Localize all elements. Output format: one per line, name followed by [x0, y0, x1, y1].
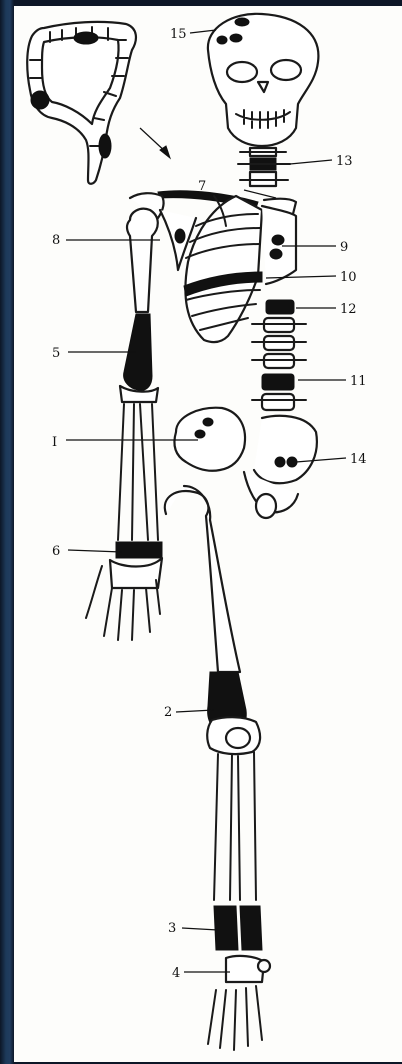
label-11: 11 — [350, 374, 367, 389]
label-5: 5 — [52, 346, 60, 361]
label-8: 8 — [52, 233, 60, 248]
rib-cage — [184, 190, 336, 342]
label-4: 4 — [172, 966, 180, 981]
label-10: 10 — [340, 270, 357, 285]
arm — [66, 209, 162, 640]
label-15: 15 — [170, 27, 187, 42]
label-3: 3 — [168, 921, 176, 936]
colon-illustration — [27, 22, 170, 184]
label-13: 13 — [336, 154, 353, 169]
label-7: 7 — [198, 179, 206, 194]
label-6: 6 — [52, 544, 60, 559]
lumbar-spine — [252, 300, 346, 410]
label-2: 2 — [164, 705, 172, 720]
cervical-spine — [238, 148, 332, 186]
label-9: 9 — [340, 240, 348, 255]
label-12: 12 — [340, 302, 357, 317]
label-1: I — [52, 435, 57, 450]
leg — [165, 486, 270, 1050]
skull — [208, 14, 319, 146]
label-14: 14 — [350, 452, 367, 467]
